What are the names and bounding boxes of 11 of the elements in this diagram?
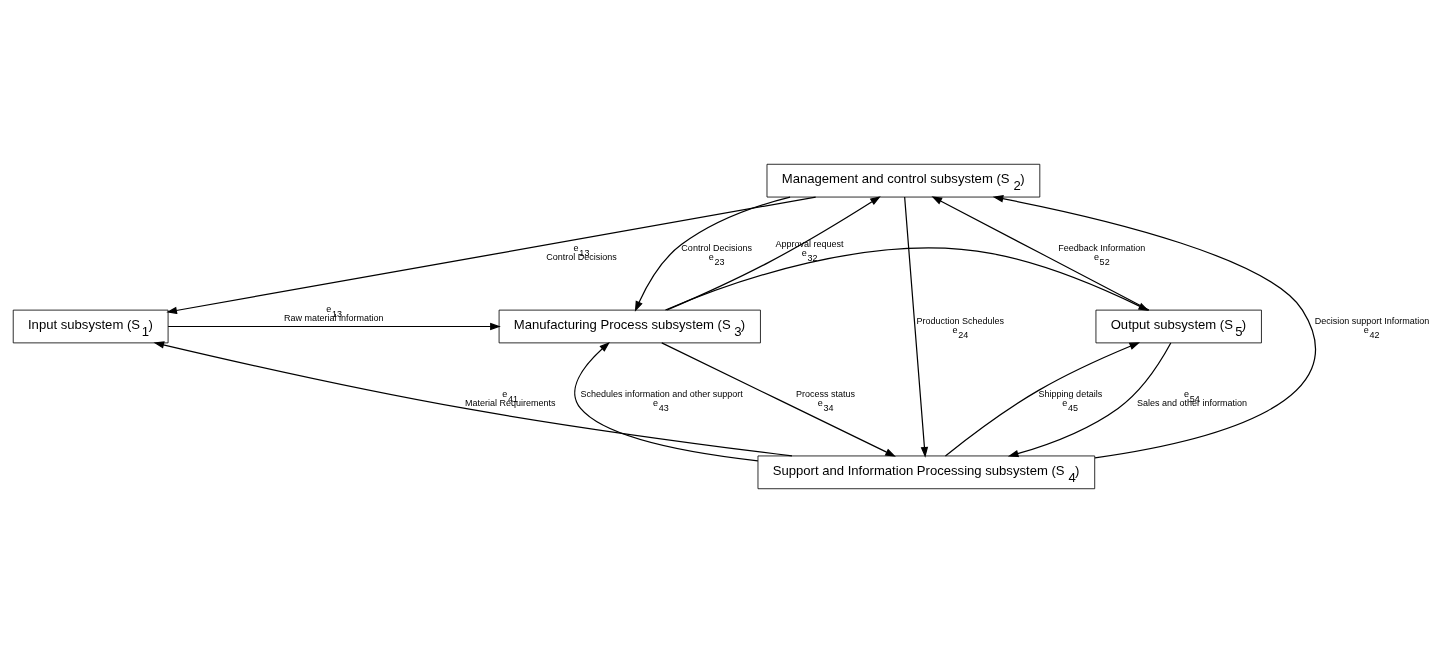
arrow xyxy=(661,342,896,457)
arrow xyxy=(167,322,501,331)
arrow xyxy=(1007,342,1172,458)
arrow xyxy=(992,195,1317,459)
arrow xyxy=(166,196,817,315)
arrow xyxy=(944,342,1141,457)
arrow xyxy=(666,196,881,311)
arrow xyxy=(634,196,791,312)
arrow xyxy=(904,196,929,458)
arrow xyxy=(153,341,793,457)
arrow xyxy=(574,341,759,462)
